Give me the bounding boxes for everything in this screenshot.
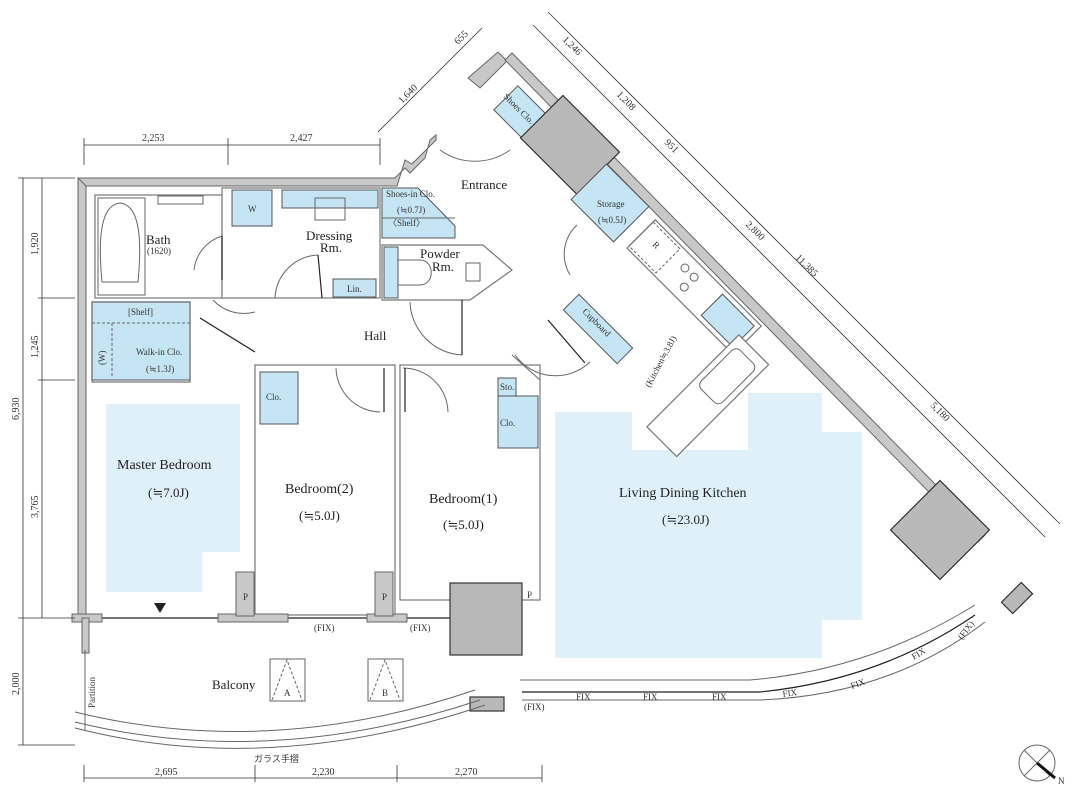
powder-room [381, 244, 513, 301]
svg-text:(FIX): (FIX) [410, 623, 431, 633]
svg-text:2,427: 2,427 [290, 133, 313, 144]
column [449, 582, 523, 656]
svg-text:(FIX): (FIX) [314, 623, 335, 633]
svg-text:(≒0.7J): (≒0.7J) [397, 205, 425, 215]
label-bedroom-2: Bedroom(2) [285, 482, 354, 497]
svg-text:N: N [1058, 776, 1065, 786]
svg-text:(≒5.0J): (≒5.0J) [299, 508, 340, 523]
svg-text:Sto.: Sto. [500, 382, 514, 392]
svg-text:Rm.: Rm. [432, 259, 454, 274]
label-shoes-in-clo: Shoes-in Clo. [386, 189, 435, 199]
svg-text:FIX: FIX [849, 676, 867, 691]
svg-text:(≒23.0J): (≒23.0J) [662, 512, 709, 527]
balcony-railing [74, 689, 476, 732]
svg-text:R: R [651, 239, 662, 250]
svg-text:2,000: 2,000 [11, 673, 22, 696]
closet-bed1 [497, 395, 539, 449]
svg-text:P: P [527, 590, 532, 600]
storage [570, 163, 650, 243]
svg-text:P: P [243, 592, 248, 602]
svg-text:1,246: 1,246 [560, 34, 584, 58]
svg-text:1,245: 1,245 [30, 336, 41, 359]
svg-text:951: 951 [662, 137, 680, 155]
unit-b [367, 658, 404, 702]
svg-text:2,230: 2,230 [312, 767, 335, 778]
svg-text:ガラス手摺: ガラス手摺 [254, 753, 299, 764]
label-bath: Bath [146, 232, 171, 247]
svg-text:(1620): (1620) [147, 246, 171, 256]
svg-text:Clo.: Clo. [500, 418, 515, 428]
svg-text:5,180: 5,180 [928, 400, 952, 424]
svg-text:(≒7.0J): (≒7.0J) [148, 485, 189, 500]
svg-text:[Shelf]: [Shelf] [128, 307, 153, 317]
label-powder: Powder [420, 246, 460, 261]
entry-marker-icon [154, 603, 166, 613]
linen-closet [332, 278, 377, 298]
svg-text:B: B [382, 688, 388, 698]
svg-text:1,640: 1,640 [396, 82, 420, 106]
unit-a [269, 658, 306, 702]
svg-text:655: 655 [452, 29, 470, 47]
svg-text:(FIX): (FIX) [956, 619, 977, 641]
label-hall: Hall [364, 328, 387, 343]
top-wall [76, 133, 437, 187]
svg-text:FIX: FIX [782, 687, 798, 699]
entrance-wall [467, 51, 508, 89]
svg-text:W: W [248, 204, 257, 214]
svg-text:FIX: FIX [643, 692, 658, 702]
svg-text:(FIX): (FIX) [524, 702, 545, 712]
svg-text:(≒0.5J): (≒0.5J) [598, 215, 626, 225]
svg-text:Rm.: Rm. [320, 240, 342, 255]
label-ldk: Living Dining Kitchen [619, 486, 747, 501]
svg-text:6,930: 6,930 [11, 398, 22, 421]
washer-space [231, 189, 273, 227]
svg-text:P: P [382, 592, 387, 602]
master-bedroom-area [106, 404, 240, 592]
svg-text:11,385: 11,385 [793, 252, 820, 279]
svg-text:Clo.: Clo. [266, 392, 281, 402]
svg-text:3,765: 3,765 [30, 496, 41, 519]
label-linen: Lin. [347, 284, 362, 294]
label-entrance: Entrance [461, 177, 507, 192]
column [889, 479, 991, 581]
label-balcony: Balcony [212, 677, 256, 692]
label-dressing: Dressing [306, 228, 353, 243]
ldk-area [555, 393, 862, 658]
svg-text:(≒1.3J): (≒1.3J) [146, 364, 174, 374]
cupboard [562, 293, 634, 365]
north-arrow-icon: N [1018, 744, 1065, 786]
svg-text:A: A [284, 688, 291, 698]
shoes-in-closet [381, 187, 456, 239]
dimension-lines [18, 11, 1061, 782]
label-storage: Storage [597, 199, 625, 209]
bath [94, 194, 223, 299]
label-kitchen: (Kitchen≒3.8J) [643, 334, 678, 389]
svg-text:Partition: Partition [87, 677, 97, 708]
label-bedroom-1: Bedroom(1) [429, 492, 498, 507]
svg-text:FIX: FIX [712, 692, 727, 702]
svg-text:2,253: 2,253 [142, 133, 165, 144]
svg-text:(≒5.0J): (≒5.0J) [443, 517, 484, 532]
svg-text:〈Shelf〉: 〈Shelf〉 [388, 218, 425, 228]
svg-text:2,270: 2,270 [455, 767, 478, 778]
svg-text:FIX: FIX [576, 692, 591, 702]
left-wall [77, 177, 87, 619]
svg-text:2,695: 2,695 [155, 767, 178, 778]
svg-text:1,920: 1,920 [30, 233, 41, 256]
svg-text:2,800: 2,800 [743, 219, 767, 243]
svg-text:(W): (W) [97, 351, 107, 366]
closet-bed2 [259, 371, 299, 425]
label-walk-in-clo: Walk-in Clo. [136, 347, 182, 357]
label-master-bedroom: Master Bedroom [117, 458, 212, 473]
